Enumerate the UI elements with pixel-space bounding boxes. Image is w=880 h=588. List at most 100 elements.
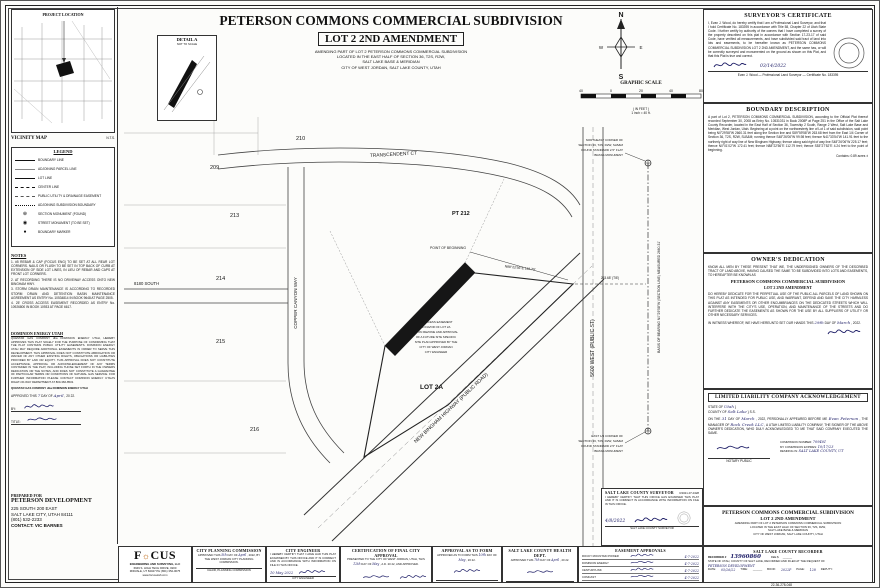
residing-line: RESIDING IN: SALT LAKE COUNTY, UT [780, 449, 843, 454]
scale-ratio: 1 inch = 40 ft. [631, 110, 651, 115]
notes-title: NOTES [11, 253, 27, 258]
witness-of: DAY OF [824, 320, 837, 325]
mayor-sig-block: MAYOR [398, 568, 429, 582]
detail-a-drawing [163, 56, 211, 113]
county-surveyor-header: SALT LAKE COUNTY SURVEYOR R2021-07-0428 [605, 490, 699, 496]
utility-name: ROCKY MOUNTAIN POWER [582, 554, 619, 559]
client-phone: (801) 532-2233 [11, 517, 42, 523]
right-title-block: PETERSON COMMONS COMMERCIAL SUBDIVISION … [703, 506, 873, 546]
certificate-date: 03/14/2022 [760, 64, 786, 69]
tie-distance-label: 263.68' (TIE) [601, 276, 619, 280]
detail-a-title: DETAIL A [176, 37, 198, 42]
sheet-subtitle-line: SALT LAKE BASE & MERIDIAN [768, 528, 808, 533]
health-sig-row [506, 563, 574, 581]
notary-row: NOTARY PUBLIC COMMISSION NUMBER: 709401 … [708, 440, 868, 463]
engineer-title: CITY ENGINEER [285, 548, 321, 553]
street-monument-icon: ◉ [22, 219, 28, 226]
legend-label: BOUNDARY LINE [38, 158, 64, 163]
parcel-number-footer: 22-36-278-048 [771, 583, 792, 587]
llc-text: , THE MANAGER OF [708, 417, 868, 427]
dominion-title-row: TITLE: [11, 415, 115, 424]
easement-row: DOMINION ENERGY 4-7-2022 [582, 560, 699, 567]
vicinity-map-caption: VICINITY MAP [11, 136, 48, 141]
logo-letter-f: F [133, 548, 142, 562]
form-post: , 20 22. [466, 557, 476, 562]
north-arrow-icon: N S E W [599, 12, 643, 81]
llc-signer: Evan Peterson [828, 416, 859, 422]
page-label: PAGE: [796, 566, 805, 571]
engineer-sig-label: CITY ENGINEER [270, 575, 336, 581]
scale-units: ( IN FEET ) [632, 106, 650, 111]
commission-label: COMMISSION NUMBER: [780, 439, 813, 444]
graphic-scale: GRAPHIC SCALE 40 0 20 40 80 ( IN FEET ) … [577, 81, 705, 115]
legend-row: ADJOINING SUBDIVISION BOUNDARY [12, 201, 114, 210]
surveyor-signature-row: 03/14/2022 [708, 60, 868, 70]
witness-day: 29th [814, 319, 824, 325]
county-surveyor-file-no: R2021-07-0428 [679, 491, 699, 495]
detail-a-box: DETAIL A NOT TO SCALE [157, 35, 217, 121]
easement-row: CENTURYLINK 4-7-2022 [582, 567, 699, 574]
health-sig-label: SALT LAKE COUNTY HEALTH DEPT. [506, 580, 574, 582]
county-surveyor-body: I HEREBY CERTIFY THAT THIS OFFICE HAS EX… [605, 494, 699, 506]
client-name: PETERSON DEVELOPMENT [11, 498, 92, 505]
graphic-scale-title: GRAPHIC SCALE [620, 81, 662, 86]
legend-row: LOT LINE [12, 174, 114, 183]
legend-row: ◉STREET MONUMENT (TO BE SET) [12, 219, 114, 228]
llc-county-line: COUNTY OF Salt Lake } S.S. [708, 409, 868, 414]
recorded-number: 13960860 [730, 554, 761, 560]
firm-line2: 6949 S. HIGH TECH DRIVE, #200 [133, 565, 177, 570]
county-surveyor-sig-label: SALT LAKE COUNTY SURVEYOR [605, 525, 699, 531]
health-of: DAY OF [540, 558, 551, 562]
boundary-description: BOUNDARY DESCRIPTION A part of Lot 2, PE… [703, 103, 873, 253]
final-post: , A.D. 20 22, AND APPROVED. [379, 561, 419, 566]
fee-value: ______ [782, 555, 793, 559]
easement-line-symbol [15, 195, 35, 197]
form-sig-label: CITY ATTORNEY [436, 580, 498, 582]
clerk-sig-block: CITY CLERK [361, 568, 392, 582]
by-label: BY: [11, 407, 16, 412]
center-line-symbol [15, 186, 35, 188]
residing-label: RESIDING IN: [780, 449, 798, 454]
surveyors-certificate-title: SURVEYOR'S CERTIFICATE [744, 13, 832, 19]
dedication-body1: KNOW ALL MEN BY THESE PRESENT THAT WE, T… [708, 265, 868, 278]
health-body: APPROVED THIS 7th DAY OF April , 20 22. [506, 558, 574, 563]
legend-box: LEGEND BOUNDARY LINE ADJOINING PARCEL LI… [11, 147, 115, 247]
access-easement-note: UPON REZONE AND APPROVAL [414, 330, 458, 334]
scale-tick: 20 [639, 89, 643, 93]
county-surveyor-date: 4/8/2022 [605, 518, 626, 524]
logo-letters-cus: CUS [150, 548, 177, 562]
legend-label: CENTER LINE [38, 185, 60, 190]
legend-label: ADJOINING SUBDIVISION BOUNDARY [38, 203, 96, 208]
firm-line3: MIDVALE, UT 84047 PH (801) 352-0075 [129, 569, 181, 574]
plat-drawing: TRANSCENDENT CT COPPER CANYON WAY 8180 S… [124, 117, 661, 546]
prepared-for-block: PREPARED FOR PETERSON DEVELOPMENT 225 SO… [11, 493, 115, 529]
witness-line: IN WITNESS WHEREOF, WE HAVE HEREUNTO SET… [708, 320, 868, 325]
page-title: PETERSON COMMONS COMMERCIAL SUBDIVISION [219, 13, 563, 28]
lot-label-pt212: PT 212 [452, 211, 470, 217]
signature [716, 445, 750, 450]
vicinity-map: PROJECT LOCATION [11, 9, 115, 133]
llc-day: 31 [721, 416, 727, 422]
signature [24, 404, 54, 409]
boundary-marker-icon: ● [23, 228, 27, 235]
engineer-sig-row: 10 May 2022 [270, 568, 336, 576]
county-surveyor-box: SALT LAKE COUNTY SURVEYOR R2021-07-0428 … [601, 488, 703, 546]
surveyor-cert-no: Certificate No. 183395 [806, 72, 839, 77]
final-approval-body: PRESENTED TO THE CITY OF WEST JORDAN, UT… [344, 557, 428, 566]
street-label-transcendent: TRANSCENDENT CT [370, 151, 417, 159]
scale-bar: 40 0 20 40 80 [579, 89, 703, 98]
sheet-title-repeat: PETERSON COMMONS COMMERCIAL SUBDIVISION [722, 510, 854, 516]
expires-label: MY COMMISSION EXPIRES: [780, 444, 817, 449]
dedication-signature-row [708, 327, 868, 337]
title-subtitle: SALT LAKE BASE & MERIDIAN [362, 59, 420, 65]
title-subtitle: CITY OF WEST JORDAN, SALT LAKE COUNTY, U… [341, 64, 441, 70]
compass-east-label: E [639, 45, 642, 50]
firm-url: www.focusutah.com [142, 572, 168, 577]
notary-public-label: NOTARY PUBLIC [708, 457, 770, 463]
easement-row: ROCKY MOUNTAIN POWER 4-7-2022 [582, 553, 699, 560]
county-of-label: COUNTY OF [708, 410, 727, 415]
state-value: Utah [724, 404, 734, 409]
county-surveyor-sig-row: 4/8/2022 [605, 511, 699, 525]
e4-corner-note: FOUND STANDARD 2.5" FLAT [581, 444, 623, 448]
commission-number-line: COMMISSION NUMBER: 709401 [780, 440, 843, 445]
